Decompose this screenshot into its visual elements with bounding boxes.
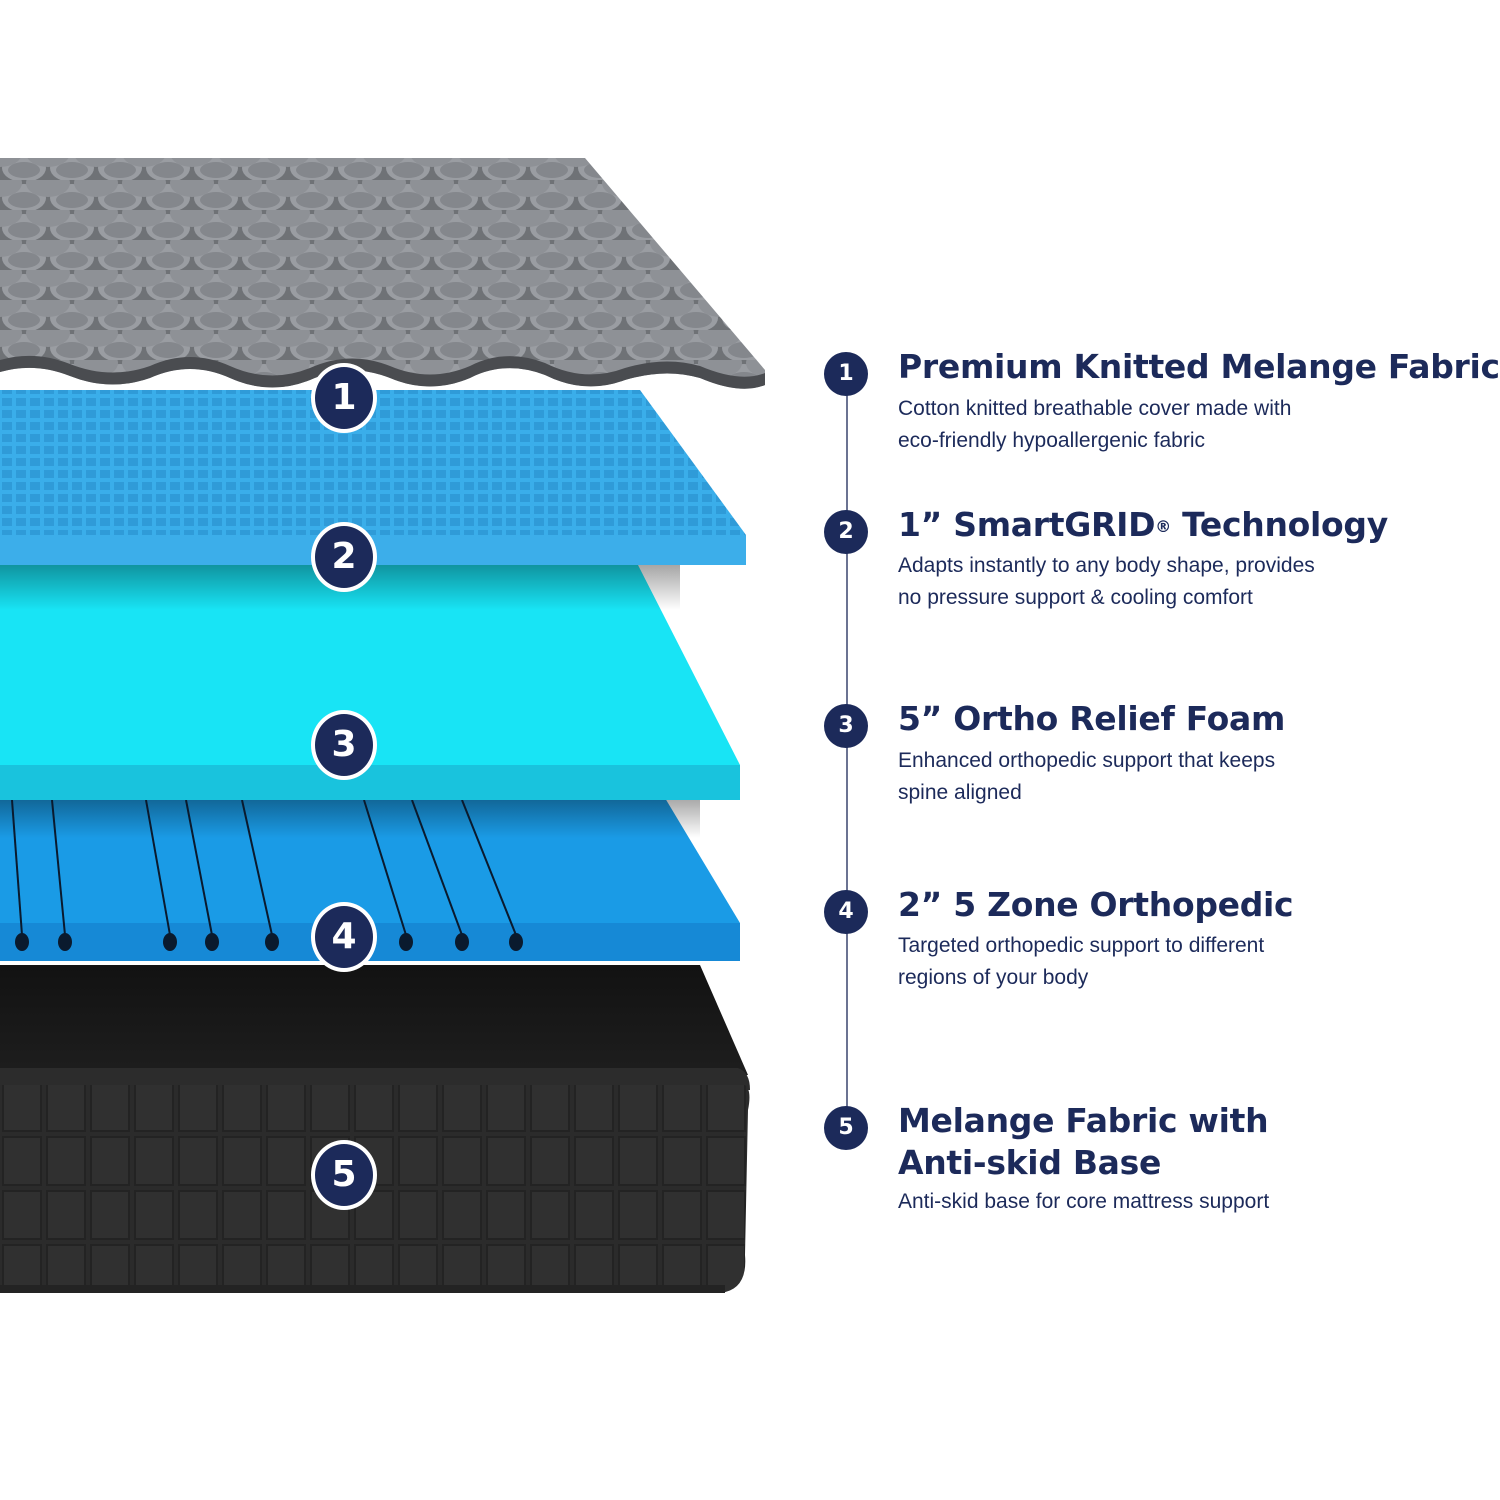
zone-cut-line: [461, 799, 517, 936]
zone-cut-hole: [15, 933, 29, 951]
spec-title-line-2: Anti-skid Base: [898, 1143, 1162, 1182]
zone-cut-line: [185, 799, 213, 936]
zone-cut-hole: [205, 933, 219, 951]
smartgrid-top: [0, 390, 746, 535]
spec-number-badge: 4: [824, 890, 868, 934]
zone-cut-hole: [455, 933, 469, 951]
zone-cut-hole: [163, 933, 177, 951]
spec-title-line-1: Melange Fabric with: [898, 1101, 1269, 1140]
knitted-fabric-layer: [0, 158, 765, 389]
spec-title: Premium Knitted Melange Fabric: [898, 347, 1500, 386]
base-top-rim: [0, 1068, 750, 1090]
spec-description: Anti-skid base for core mattress support: [898, 1190, 1270, 1213]
timeline-connector: [846, 372, 848, 1124]
zone-cut-line: [363, 799, 407, 936]
zone-cut-lines: [11, 799, 523, 951]
ortho-foam-top: [0, 565, 740, 765]
spec-number-badge: 1: [824, 352, 868, 396]
spec-description: Adapts instantly to any body shape, prov…: [898, 554, 1315, 609]
spec-description: Cotton knitted breathable cover made wit…: [898, 397, 1292, 452]
base-top-surface: [0, 965, 748, 1075]
spec-number-badge: 2: [824, 510, 868, 554]
spec-title: 5” Ortho Relief Foam: [898, 699, 1286, 738]
base-layer: [0, 965, 750, 1293]
layer-badge-1: 1: [311, 363, 377, 433]
ortho-foam-layer: [0, 565, 740, 800]
layer-badge-5: 5: [311, 1140, 377, 1210]
zone-cut-hole: [399, 933, 413, 951]
zone-cut-line: [411, 799, 463, 936]
zone-cut-hole: [265, 933, 279, 951]
layer-badge-3: 3: [311, 710, 377, 780]
knit-fabric-surface: [0, 158, 765, 389]
spec-description: Targeted orthopedic support to different…: [898, 934, 1265, 989]
layer-badge-4: 4: [311, 902, 377, 972]
zone-cut-hole: [58, 933, 72, 951]
base-bottom-edge: [0, 1285, 725, 1293]
base-side-quilted: [0, 1085, 750, 1293]
zone-cut-line: [241, 799, 273, 936]
zone-cut-line: [145, 799, 171, 936]
zone-foam-top-shadow: [0, 798, 700, 838]
spec-title: 1” SmartGRID® Technology: [898, 504, 1388, 546]
spec-number-badge: 5: [824, 1106, 868, 1150]
smartgrid-layer: [0, 390, 746, 565]
spec-number-badge: 3: [824, 704, 868, 748]
zone-cut-hole: [509, 933, 523, 951]
registered-mark: ®: [1155, 517, 1171, 536]
knit-fabric-edge: [0, 355, 765, 389]
ortho-foam-side: [0, 765, 740, 800]
spec-title-prefix: 1” SmartGRID: [898, 505, 1156, 544]
zone-cut-line: [51, 799, 66, 936]
layer-badge-2: 2: [311, 522, 377, 592]
spec-title-suffix: Technology: [1170, 505, 1388, 544]
spec-list: 1 Premium Knitted Melange Fabric Cotton …: [824, 0, 1500, 1500]
zone-cut-line: [11, 799, 23, 936]
spec-description: Enhanced orthopedic support that keeps s…: [898, 749, 1276, 804]
spec-title: 2” 5 Zone Orthopedic: [898, 885, 1294, 924]
